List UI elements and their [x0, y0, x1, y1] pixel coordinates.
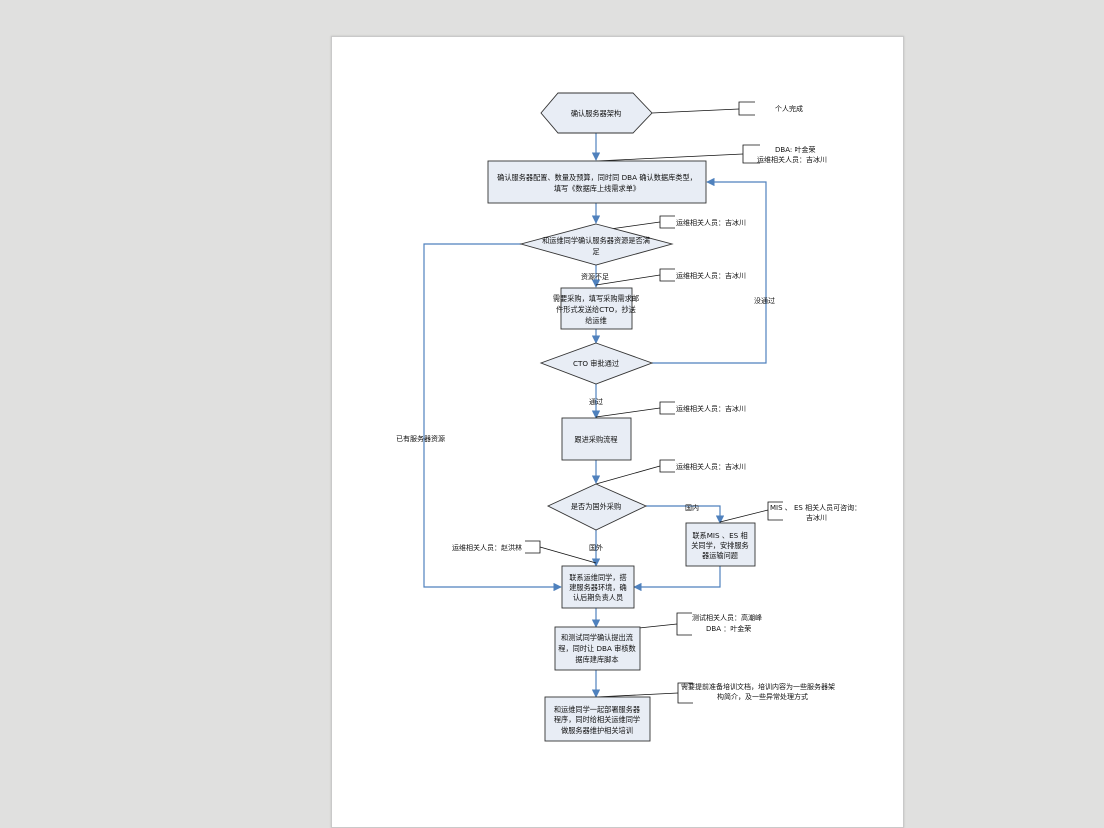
callout-test-2: DBA ：叶金荣	[706, 624, 751, 633]
node-contact-mis-label-1: 联系MIS 、ES 相	[692, 531, 747, 540]
callout-lines	[525, 101, 783, 704]
callout-dba-2: 运维相关人员：吉冰川	[757, 155, 827, 164]
callout-personal: 个人完成	[775, 104, 803, 113]
flow-connectors	[423, 133, 767, 698]
edge-n8-n9	[633, 566, 721, 592]
node-resource-check-label-1: 和运维同学确认服务器资源是否满	[542, 236, 650, 245]
callout-ops-2: 运维相关人员：吉冰川	[676, 271, 746, 280]
edge-n5-n2-loop	[652, 177, 767, 364]
node-contact-mis-label-2: 关同学，安排服务	[691, 541, 749, 550]
callout-dba-1: DBA: 叶金荣	[775, 145, 815, 154]
callout-mis-1: MIS 、 ES 相关人员可咨询：	[770, 503, 861, 512]
callout-ops-zhao: 运维相关人员：赵洪林	[452, 543, 522, 552]
edge-label-domestic: 国内	[685, 503, 699, 512]
node-test-confirm-label-2: 程，同时让 DBA 审核数	[558, 644, 635, 653]
edge-n7-n8	[646, 505, 725, 524]
node-cto-approval	[539, 342, 654, 385]
callout-ops-3: 运维相关人员：吉冰川	[676, 404, 746, 413]
callout-mis-2: 吉冰川	[806, 513, 827, 522]
node-contact-mis	[685, 522, 756, 567]
node-follow-purchase	[561, 417, 632, 461]
node-test-confirm-label-3: 据库建库脚本	[575, 655, 618, 664]
node-confirm-architecture	[540, 92, 653, 134]
node-purchase-request	[560, 287, 633, 330]
edge-label-passed: 通过	[589, 397, 603, 406]
node-foreign-check	[546, 483, 648, 531]
node-resource-check	[519, 223, 674, 266]
edge-label-insufficient: 资源不足	[581, 272, 609, 281]
edge-label-not-passed: 没通过	[754, 296, 775, 305]
edge-label-foreign: 国外	[589, 543, 603, 552]
node-confirm-config-label-1: 确认服务器配置、数量及预算，同时同 DBA 确认数据库类型，	[497, 173, 697, 182]
node-contact-mis-label-3: 器运输问题	[702, 551, 738, 560]
node-setup-env-label-2: 建服务器环境，确	[569, 583, 627, 592]
edge-label-existing: 已有服务器资源	[396, 434, 445, 443]
node-deploy-label-2: 程序，同时给相关运维同学	[554, 715, 640, 724]
node-purchase-request-label-3: 给运维	[585, 316, 607, 325]
callout-training-2: 构简介，及一些异常处理方式	[717, 692, 808, 701]
node-confirm-config-label-2: 填写《数据库上线需求单》	[554, 184, 640, 193]
node-setup-env	[561, 565, 635, 609]
node-resource-check-label-2: 足	[592, 247, 599, 256]
node-test-confirm	[554, 626, 641, 671]
node-deploy-label-3: 做服务器维护相关培训	[561, 726, 633, 735]
node-test-confirm-label-1: 和测试同学确认提出流	[561, 633, 633, 642]
node-purchase-request-label-2: 件形式发送给CTO，抄送	[556, 305, 636, 314]
callout-ops-4: 运维相关人员：吉冰川	[676, 462, 746, 471]
node-foreign-check-label: 是否为国外采购	[571, 502, 621, 511]
node-follow-purchase-label: 跟进采购流程	[574, 435, 617, 444]
node-deploy-label-1: 和运维同学一起部署服务器	[554, 705, 640, 714]
edge-n3-n9-existing	[423, 243, 562, 592]
node-purchase-request-label-1: 需要采购，填写采购需求邮	[553, 294, 639, 303]
node-confirm-architecture-label: 确认服务器架构	[571, 109, 621, 118]
callout-training-1: 需要提前准备培训文档，培训内容为一些服务器架	[681, 682, 835, 691]
node-setup-env-label-3: 认后期负责人员	[573, 593, 623, 602]
node-setup-env-label-1: 联系运维同学，搭	[569, 573, 627, 582]
callout-ops-1: 运维相关人员：吉冰川	[676, 218, 746, 227]
node-deploy	[544, 696, 651, 742]
node-confirm-config	[487, 160, 707, 204]
node-cto-approval-label: CTO 审批通过	[573, 359, 619, 368]
callout-test-1: 测试相关人员：高潮峰	[692, 613, 762, 622]
